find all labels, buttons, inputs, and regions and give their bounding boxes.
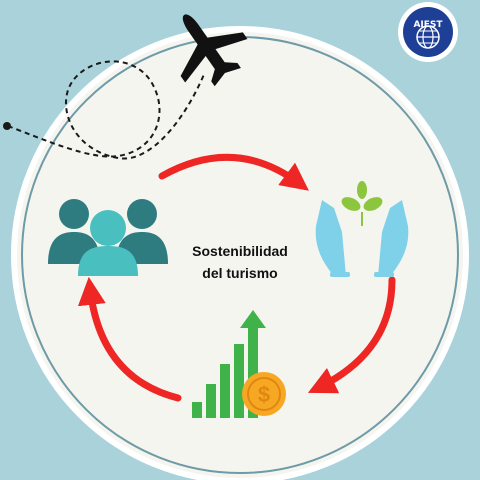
flight-start-dot <box>3 122 11 130</box>
arrow-people-to-hands <box>158 153 309 191</box>
hands-sprout-icon <box>315 181 409 277</box>
growth-chart-coin-icon: $ <box>192 310 286 418</box>
aiest-logo: AIEST <box>398 2 458 62</box>
right-hand <box>378 200 409 276</box>
left-hand <box>315 200 346 276</box>
up-arrow <box>240 310 266 328</box>
diagram-title: Sostenibilidad del turismo <box>160 240 320 284</box>
dollar-sign: $ <box>258 382 270 407</box>
people-icon <box>48 199 168 276</box>
dashed-flight-path <box>7 60 206 160</box>
title-line-1: Sostenibilidad <box>192 243 288 259</box>
title-line-2: del turismo <box>202 265 278 281</box>
arrow-hands-to-growth <box>307 276 396 394</box>
arrow-growth-to-people <box>77 276 182 402</box>
airplane-icon <box>180 14 248 87</box>
logo-text: AIEST <box>413 20 443 30</box>
